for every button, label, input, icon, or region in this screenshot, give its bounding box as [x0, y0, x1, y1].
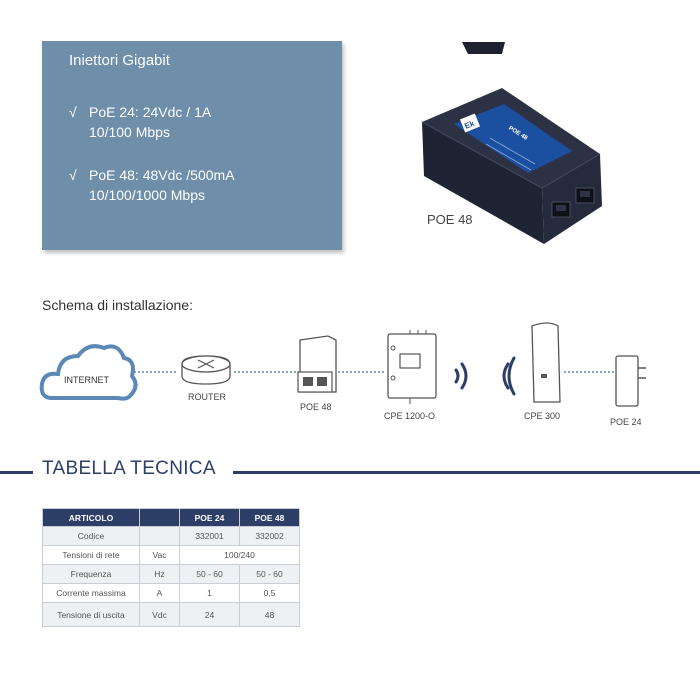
row-value-poe48: 332002: [239, 526, 300, 546]
spec-line: PoE 24: 24Vdc / 1A: [89, 104, 212, 120]
info-panel: Iniettori Gigabit √ PoE 24: 24Vdc / 1A 1…: [42, 41, 342, 250]
table-row: Tensione di uscita Vdc 24 48: [42, 602, 300, 627]
spec-line: PoE 48: 48Vdc /500mA: [89, 167, 235, 183]
spec-item-poe48: √ PoE 48: 48Vdc /500mA 10/100/1000 Mbps: [69, 165, 235, 205]
row-value-poe24: 332001: [179, 526, 240, 546]
label-poe24: POE 24: [610, 417, 642, 427]
row-unit: Vdc: [139, 602, 180, 627]
row-label: Frequenza: [42, 564, 140, 584]
cpe300-icon: [531, 322, 561, 403]
header-cell: POE 24: [179, 508, 240, 527]
installation-diagram: INTERNET ROUTER POE 48 CPE 1200-O CPE 30…: [38, 320, 668, 435]
row-label: Tensione di uscita: [42, 602, 140, 627]
row-unit: [139, 526, 180, 546]
label-cpe1200: CPE 1200-O: [384, 411, 436, 421]
cpe1200-icon: [387, 330, 437, 404]
check-icon: √: [69, 104, 77, 120]
product-caption: POE 48: [427, 212, 473, 227]
row-unit: Hz: [139, 564, 180, 584]
row-value-poe48: 0,5: [239, 583, 300, 603]
row-value-poe24: 50 - 60: [179, 564, 240, 584]
row-value-merged: 100/240: [179, 545, 300, 565]
row-value-poe48: 50 - 60: [239, 564, 300, 584]
poe48-icon: [297, 335, 337, 393]
row-value-poe24: 24: [179, 602, 240, 627]
row-unit: Vac: [139, 545, 180, 565]
table-row: Tensioni di rete Vac 100/240: [42, 545, 300, 565]
table-header-row: ARTICOLO POE 24 POE 48: [42, 508, 300, 527]
label-router: ROUTER: [188, 392, 226, 402]
table-row: Frequenza Hz 50 - 60 50 - 60: [42, 564, 300, 584]
header-cell: POE 48: [239, 508, 300, 527]
row-label: Corrente massima: [42, 583, 140, 603]
router-icon: [181, 355, 231, 385]
tech-table: ARTICOLO POE 24 POE 48 Codice 332001 332…: [42, 508, 300, 627]
row-label: Tensioni di rete: [42, 545, 140, 565]
spec-item-poe24: √ PoE 24: 24Vdc / 1A 10/100 Mbps: [69, 102, 211, 142]
info-panel-title: Iniettori Gigabit: [69, 52, 170, 69]
poe-injector-image: Ek POE 48: [421, 42, 602, 244]
row-value-poe24: 1: [179, 583, 240, 603]
poe24-icon: [615, 355, 646, 407]
header-cell: [139, 508, 180, 527]
tech-table-title: TABELLA TECNICA: [42, 458, 216, 479]
row-label: Codice: [42, 526, 140, 546]
wireless-signal-icon: [454, 356, 516, 396]
cloud-icon: [39, 344, 138, 401]
row-value-poe48: 48: [239, 602, 300, 627]
spec-line: 10/100 Mbps: [89, 124, 170, 140]
header-cell: ARTICOLO: [42, 508, 140, 527]
table-row: Codice 332001 332002: [42, 526, 300, 546]
logo-text: Ek: [463, 119, 476, 131]
label-poe48: POE 48: [300, 402, 332, 412]
spec-line: 10/100/1000 Mbps: [89, 187, 205, 203]
table-row: Corrente massima A 1 0,5: [42, 583, 300, 603]
heading-rule-left: [0, 471, 33, 474]
label-cpe300: CPE 300: [524, 411, 561, 421]
heading-rule-right: [233, 471, 700, 474]
label-internet: INTERNET: [64, 375, 109, 385]
row-unit: A: [139, 583, 180, 603]
schema-title: Schema di installazione:: [42, 297, 193, 313]
check-icon: √: [69, 167, 77, 183]
